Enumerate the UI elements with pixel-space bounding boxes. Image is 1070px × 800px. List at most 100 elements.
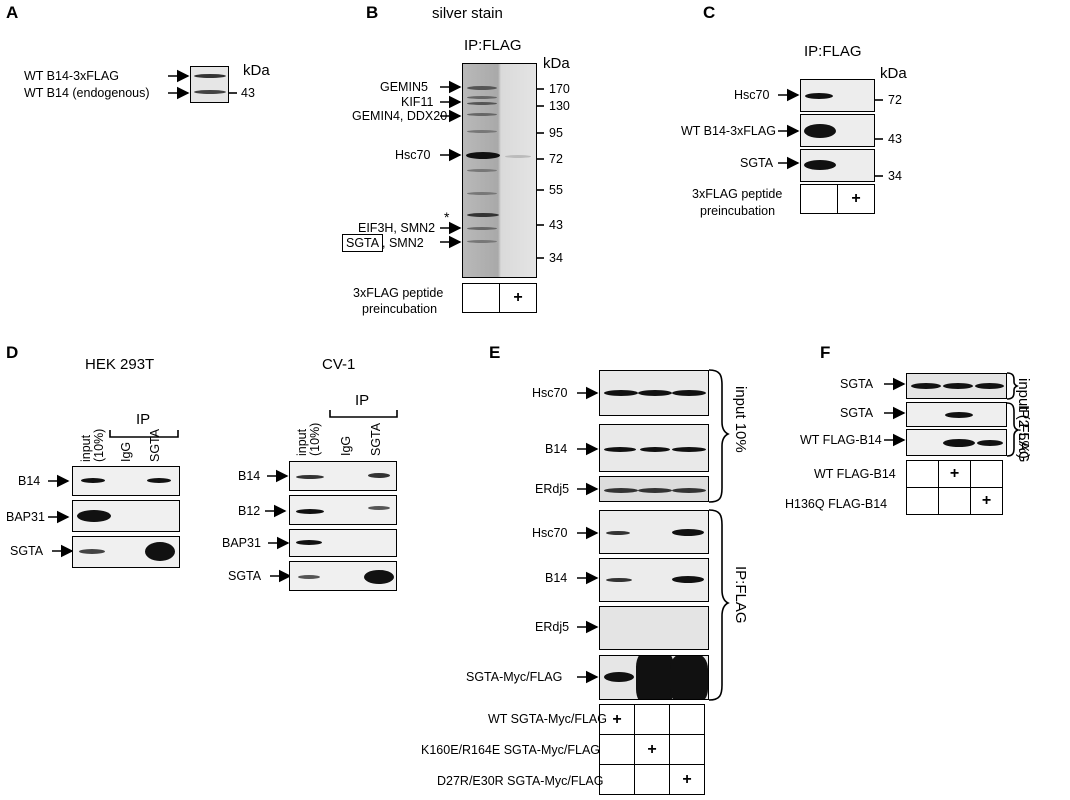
panel-b-protein-smn2: , SMN2 (382, 236, 424, 250)
panel-f-condition-grid: + + (906, 460, 1003, 515)
panel-d-left-blot-b14 (72, 466, 180, 496)
panel-d-right-blot-bap31 (289, 529, 397, 557)
panel-d-right-lane-igg: IgG (339, 435, 353, 456)
panel-d-left-blot-sgta (72, 536, 180, 568)
panel-b-protein-kif11: KIF11 (401, 95, 434, 109)
panel-e-blot-ip-hsc70 (599, 510, 709, 554)
panel-a-blot (190, 66, 229, 103)
panel-c-marker-43: 43 (888, 132, 902, 146)
panel-e-group-ip: IP:FLAG (732, 566, 749, 624)
panel-b-protein-hsc70: Hsc70 (395, 148, 431, 162)
panel-e-blot-input-erdj5 (599, 476, 709, 502)
panel-d-letter: D (6, 343, 19, 362)
panel-e-group-input: input 10% (732, 386, 749, 453)
panel-b-title: silver stain (432, 5, 503, 22)
panel-c-letter: C (703, 3, 716, 22)
panel-a-label-endogenous: WT B14 (endogenous) (24, 86, 150, 100)
panel-f-row-b14-ip: WT FLAG-B14 (800, 433, 882, 447)
panel-b-asterisk: * (444, 209, 450, 225)
panel-a-kda: kDa (243, 62, 270, 79)
panel-f-letter: F (820, 343, 831, 362)
panel-c-blot-sgta (800, 149, 875, 182)
panel-b-marker-55: 55 (549, 183, 563, 197)
panel-a-marker-43: 43 (241, 86, 255, 100)
panel-a-label-tagged: WT B14-3xFLAG (24, 69, 119, 83)
panel-c-plus: + (837, 184, 875, 214)
panel-f-blot-ip-sgta (906, 402, 1007, 427)
panel-e-plus-d27r: + (669, 764, 705, 795)
panel-d-left-lane-input: input (10%) (79, 428, 106, 462)
panel-d-right-lane-sgta: SGTA (369, 422, 383, 456)
panel-f-row-sgta-input: SGTA (840, 377, 874, 391)
panel-e-blot-input-b14 (599, 424, 709, 472)
panel-e-letter: E (489, 343, 501, 362)
panel-c-row-b14: WT B14-3xFLAG (681, 124, 776, 138)
panel-b-kda: kDa (543, 55, 570, 72)
panel-e-row-hsc70-input: Hsc70 (532, 386, 568, 400)
panel-c-row-hsc70: Hsc70 (734, 88, 770, 102)
panel-f-blot-input-sgta (906, 373, 1007, 399)
panel-e-blot-ip-sgta (599, 655, 709, 700)
panel-f-row-sgta-ip: SGTA (840, 406, 874, 420)
panel-e-condition-d27r: D27R/E30R SGTA-Myc/FLAG (437, 774, 604, 788)
panel-b-letter: B (366, 3, 379, 22)
panel-b-protein-eif3h: EIF3H, SMN2 (358, 221, 436, 235)
panel-b-marker-34: 34 (549, 251, 563, 265)
panel-f-condition-wt: WT FLAG-B14 (814, 467, 896, 481)
panel-b-marker-95: 95 (549, 126, 563, 140)
panel-d-right-blot-b12 (289, 495, 397, 525)
panel-c-condition-line2: preincubation (700, 204, 776, 218)
panel-f-blot-ip-b14 (906, 429, 1007, 456)
panel-d-right-row-b12: B12 (238, 504, 261, 518)
panel-d-right-blot-b14 (289, 461, 397, 491)
panel-d-left-row-b14: B14 (18, 474, 41, 488)
panel-e-condition-k160e: K160E/R164E SGTA-Myc/FLAG (421, 743, 600, 757)
panel-b-protein-gemin4: GEMIN4, DDX20 (352, 109, 448, 123)
panel-b-marker-130: 130 (549, 99, 570, 113)
panel-e-condition-grid: + + + (599, 704, 705, 795)
panel-b-subtitle: IP:FLAG (464, 37, 522, 54)
panel-b-marker-72: 72 (549, 152, 563, 166)
panel-c-marker-72: 72 (888, 93, 902, 107)
panel-e-plus-k160e: + (634, 734, 670, 765)
panel-e-row-sgta-ip: SGTA-Myc/FLAG (466, 670, 563, 684)
panel-c-subtitle: IP:FLAG (804, 43, 862, 60)
panel-b-condition-grid: + (462, 283, 537, 313)
panel-e-row-erdj5-input: ERdj5 (535, 482, 570, 496)
panel-e-row-erdj5-ip: ERdj5 (535, 620, 570, 634)
panel-b-protein-sgta-boxed: SGTA (342, 234, 384, 252)
panel-d-right-row-sgta: SGTA (228, 569, 262, 583)
panel-c-row-sgta: SGTA (740, 156, 774, 170)
panel-d-right-ip: IP (355, 392, 370, 409)
panel-f-plus-h136q: + (970, 487, 1003, 515)
panel-e-condition-wt: WT SGTA-Myc/FLAG (488, 712, 607, 726)
panel-d-right-title: CV-1 (322, 356, 356, 373)
panel-b-gel (462, 63, 537, 278)
panel-e-row-b14-ip: B14 (545, 571, 568, 585)
panel-e-blot-ip-b14 (599, 558, 709, 602)
panel-b-protein-gemin5: GEMIN5 (380, 80, 428, 94)
panel-d-right-row-bap31: BAP31 (222, 536, 261, 550)
panel-c-blot-b14 (800, 114, 875, 147)
panel-d-left-row-sgta: SGTA (10, 544, 44, 558)
panel-a-letter: A (6, 3, 19, 22)
panel-c-condition-line1: 3xFLAG peptide (692, 187, 783, 201)
panel-b-marker-170: 170 (549, 82, 570, 96)
panel-b-marker-43: 43 (549, 218, 563, 232)
panel-e-row-b14-input: B14 (545, 442, 568, 456)
panel-d-right-blot-sgta (289, 561, 397, 591)
panel-d-left-row-bap31: BAP31 (6, 510, 45, 524)
panel-e-row-hsc70-ip: Hsc70 (532, 526, 568, 540)
panel-d-left-lane-igg: IgG (119, 441, 133, 462)
panel-b-condition-line2: preincubation (362, 302, 438, 316)
panel-f-plus-wt: + (938, 460, 971, 488)
panel-d-left-blot-bap31 (72, 500, 180, 532)
panel-d-left-ip: IP (136, 411, 151, 428)
panel-c-blot-hsc70 (800, 79, 875, 112)
panel-d-left-title: HEK 293T (85, 356, 155, 373)
panel-d-right-lane-input: input (10%) (295, 422, 322, 456)
panel-d-left-lane-sgta: SGTA (148, 428, 162, 462)
panel-b-condition-line1: 3xFLAG peptide (353, 286, 444, 300)
panel-d-right-row-b14: B14 (238, 469, 261, 483)
panel-f-group-ip: IP:FLAG (1015, 405, 1032, 463)
